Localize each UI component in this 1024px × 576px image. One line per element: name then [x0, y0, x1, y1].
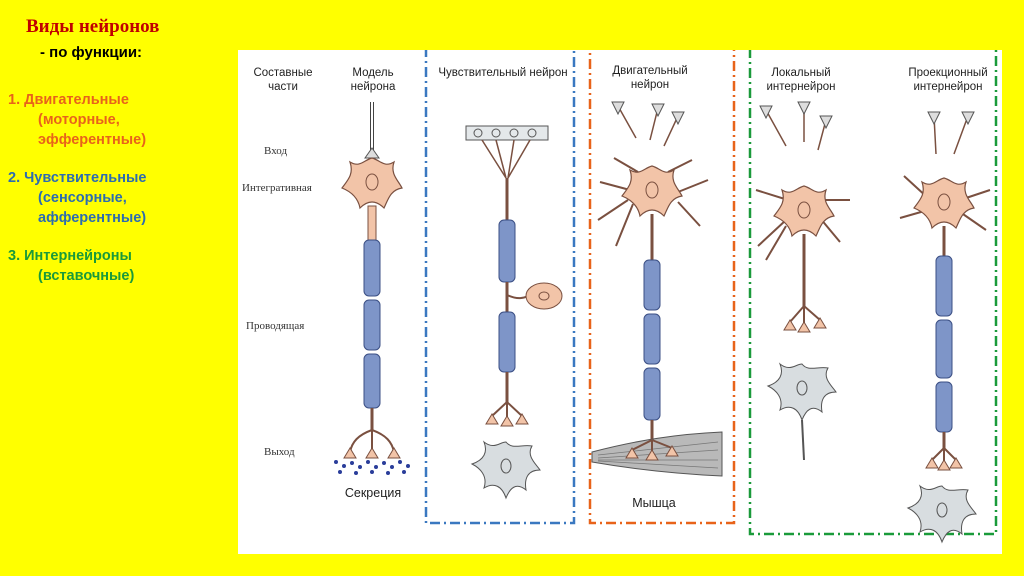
motor-frame — [588, 50, 736, 525]
local-interneuron-label: Локальный интернейрон — [766, 67, 836, 93]
motor-neuron-label: Двигательный нейрон — [612, 65, 688, 91]
muscle-label: Мышца — [632, 496, 676, 510]
class-motor-alt1: (моторные, — [38, 112, 120, 128]
motor-neuron — [591, 101, 723, 477]
part-input-label: Вход — [264, 145, 288, 157]
projection-interneuron-label: Проекционный интернейрон — [908, 67, 988, 93]
sensory-neuron — [465, 125, 563, 499]
neuron-diagram: Составные части Модель нейрона Чувствите… — [238, 50, 1002, 554]
class-sensory-alt2: афферентные) — [38, 210, 147, 226]
neuron-class-list: 1. Двигательные (моторные, эфферентные) … — [8, 90, 228, 304]
column-model-header: Модель нейрона — [350, 67, 396, 93]
class-inter-alt1: (вставочные) — [38, 268, 135, 284]
neuron-drawing — [334, 50, 998, 543]
class-inter-title: 3. Интернейроны — [8, 248, 132, 264]
interneuron-frame — [748, 50, 998, 536]
part-output-label: Выход — [264, 446, 295, 458]
local-interneuron — [755, 101, 850, 461]
part-integrative-label: Интегративная — [242, 182, 312, 194]
sensory-frame — [424, 50, 576, 525]
projection-interneuron — [899, 111, 991, 543]
slide-title: Виды нейронов — [26, 16, 160, 37]
class-sensory-title: 2. Чувствительные — [8, 170, 147, 186]
model-neuron — [334, 102, 410, 475]
class-motor-alt2: эфферентные) — [38, 132, 147, 148]
class-motor-title: 1. Двигательные — [8, 92, 129, 108]
class-item-motor: 1. Двигательные (моторные, эфферентные) — [8, 90, 228, 150]
class-sensory-alt1: (сенсорные, — [38, 190, 127, 206]
column-parts-header: Составные части — [253, 67, 313, 93]
sensory-neuron-label: Чувствительный нейрон — [438, 67, 568, 79]
secretion-label: Секреция — [344, 486, 402, 500]
class-item-sensory: 2. Чувствительные (сенсорные, афферентны… — [8, 168, 228, 228]
slide-subtitle: - по функции: — [40, 44, 143, 61]
class-item-interneuron: 3. Интернейроны (вставочные) — [8, 246, 228, 286]
part-conductive-label: Проводящая — [246, 320, 305, 332]
